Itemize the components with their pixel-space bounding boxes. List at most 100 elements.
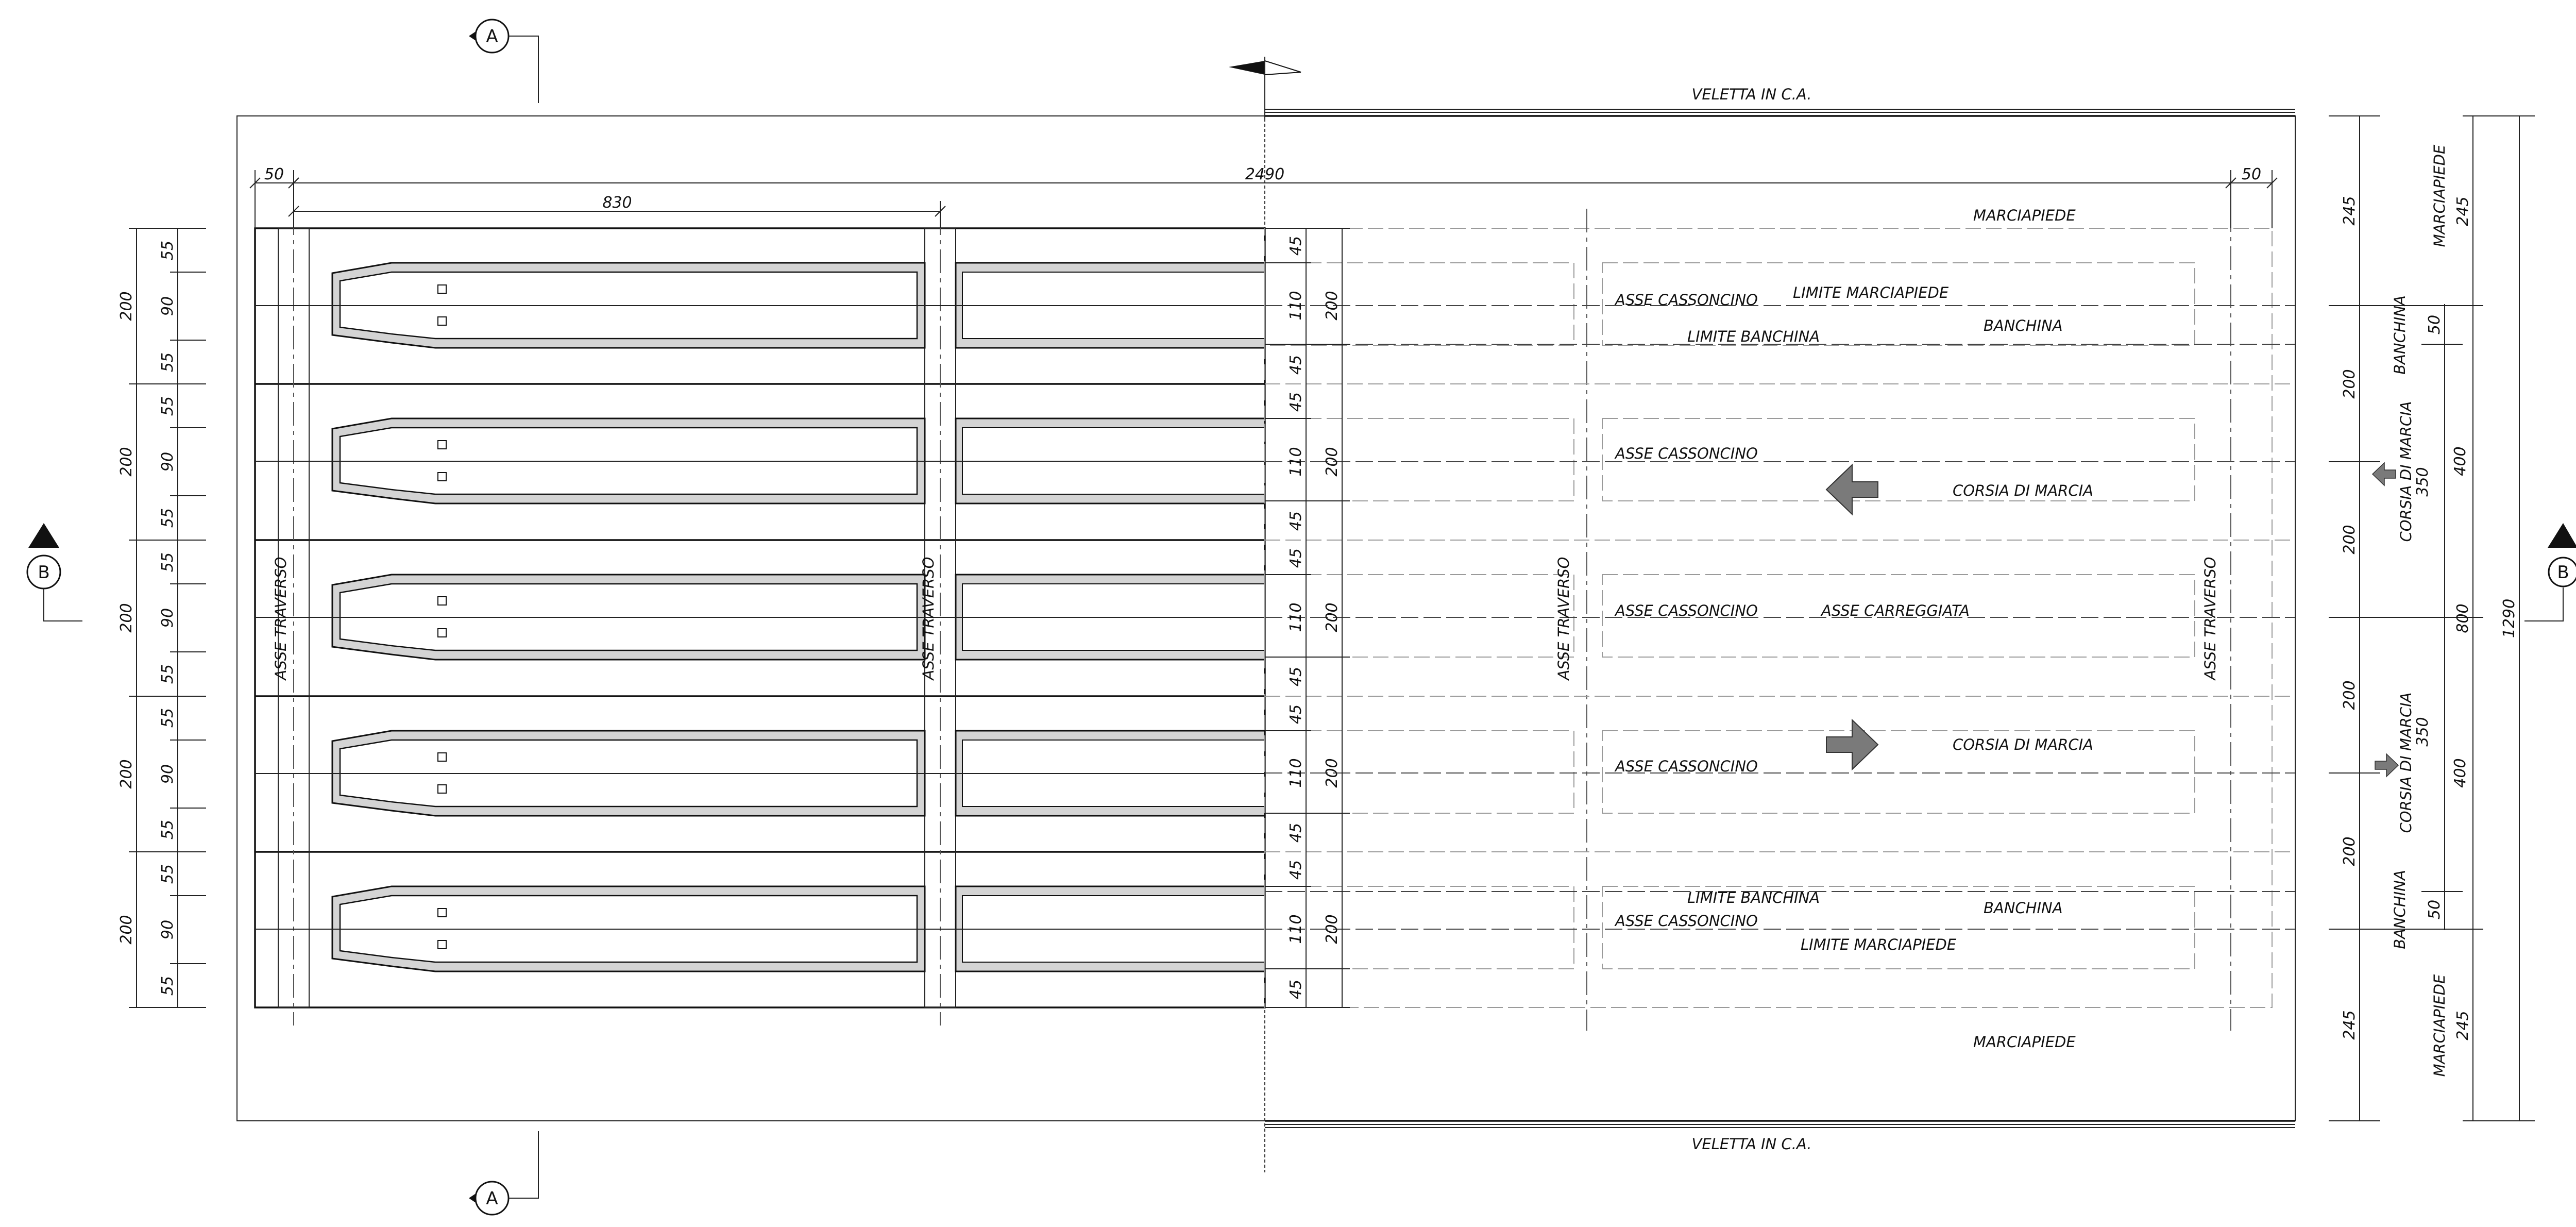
dim-200: 200 [2341,680,2359,710]
marciapiede-label: MARCIAPIEDE [2431,144,2448,247]
dim-55: 55 [159,864,177,884]
dim-200: 200 [117,291,135,321]
dim-110: 110 [1287,291,1305,320]
corsia-di-marcia-label: CORSIA DI MARCIA [1953,736,2093,753]
dim-50-left: 50 [264,165,284,183]
section-marker-b-right: B [2524,523,2576,621]
dim-245: 245 [2454,196,2472,226]
dim-45: 45 [1287,860,1305,880]
right-arrow-icon [1826,718,1879,771]
asse-cassoncino-label: ASSE CASSONCINO [1614,758,1758,775]
dim-45: 45 [1287,511,1305,531]
marciapiede-label: MARCIAPIEDE [1973,207,2076,224]
dim-90: 90 [159,296,177,316]
dim-200: 200 [1323,602,1341,632]
box-girder [255,262,1266,349]
box-girders [255,262,1266,972]
dim-200: 200 [117,915,135,944]
middle-dimensions: 45 110 200 45 45 110 200 45 45 110 200 4… [1265,228,1350,1008]
dim-55: 55 [159,352,177,372]
limite-banchina-label: LIMITE BANCHINA [1687,889,1820,906]
dim-830: 830 [602,194,632,212]
limite-marciapiede-label: LIMITE MARCIAPIEDE [1793,284,1949,301]
dim-45: 45 [1287,355,1305,375]
veletta-top-label: VELETTA IN C.A. [1692,86,1812,103]
right-dimensions: 245 200 200 200 200 245 MARCIAPIEDE 245 … [2329,115,2535,1121]
left-dim-ticks [129,228,206,1008]
dim-200: 200 [2341,525,2359,554]
box-girder [255,417,1266,505]
dim-400: 400 [2451,758,2469,787]
dim-200: 200 [1323,447,1341,476]
dim-245: 245 [2341,196,2359,225]
corsia-di-marcia-label: CORSIA DI MARCIA [2397,401,2415,542]
section-b-label: B [2557,562,2569,583]
asse-traverso-label: ASSE TRAVERSO [272,557,290,681]
dim-110: 110 [1287,447,1305,476]
dim-90: 90 [159,764,177,784]
top-dimensions: 50 830 2490 50 VELETTA IN C.A. VELETTA I… [249,86,2278,1153]
limite-marciapiede-label: LIMITE MARCIAPIEDE [1801,936,1957,953]
dim-200: 200 [1323,291,1341,320]
banchina-label: BANCHINA [1984,899,2063,917]
box-girder [255,885,1266,972]
dim-50: 50 [2426,900,2444,919]
dim-110: 110 [1287,758,1305,787]
section-marker-b-left: B [26,523,82,621]
marciapiede-label: MARCIAPIEDE [1973,1033,2076,1051]
section-a-label: A [486,1188,498,1209]
asse-traverso-label: ASSE TRAVERSO [2201,557,2219,681]
banchina-label: BANCHINA [2391,870,2409,949]
dim-110: 110 [1287,914,1305,944]
dim-55: 55 [159,820,177,839]
section-marker-a-top: A [469,19,539,103]
dim-45: 45 [1287,980,1305,999]
dim-55: 55 [159,241,177,260]
section-marker-a-bottom: A [469,1131,539,1216]
dim-55: 55 [159,508,177,528]
dim-400: 400 [2451,446,2469,476]
dim-45: 45 [1287,667,1305,686]
asse-traverso-label: ASSE TRAVERSO [920,557,937,681]
right-half-ghost [1264,170,2295,1031]
dim-350: 350 [2414,717,2432,746]
dim-200: 200 [117,447,135,476]
dim-350: 350 [2414,467,2432,496]
dim-55: 55 [159,976,177,996]
dim-245: 245 [2454,1011,2472,1040]
dim-200: 200 [2341,836,2359,866]
dim-45: 45 [1287,704,1305,724]
dim-90: 90 [159,452,177,472]
north-flag-icon [1229,57,1301,119]
dim-2490: 2490 [1245,165,1284,183]
dim-45: 45 [1287,236,1305,256]
dim-200: 200 [2341,369,2359,398]
dim-110: 110 [1287,602,1305,632]
dim-1290: 1290 [2500,599,2518,638]
banchina-label: BANCHINA [2391,295,2409,375]
dim-55: 55 [159,664,177,684]
dim-50: 50 [2426,315,2444,334]
limite-banchina-label: LIMITE BANCHINA [1687,328,1820,345]
dim-45: 45 [1287,548,1305,568]
section-a-label: A [486,26,498,47]
dim-45: 45 [1287,823,1305,843]
veletta-bottom-label: VELETTA IN C.A. [1692,1135,1812,1153]
dim-45: 45 [1287,392,1305,412]
asse-cassoncino-label: ASSE CASSONCINO [1614,445,1758,462]
asse-carreggiata-label: ASSE CARREGGIATA [1820,602,1970,619]
banchina-label: BANCHINA [1984,317,2063,334]
corsia-di-marcia-label: CORSIA DI MARCIA [2397,693,2415,833]
axis-labels: ASSE TRAVERSO ASSE TRAVERSO ASSE TRAVERS… [272,207,2219,1051]
dim-55: 55 [159,396,177,416]
box-girder [255,730,1266,817]
left-arrow-icon [1825,463,1878,516]
dim-55: 55 [159,552,177,572]
dim-50-right: 50 [2242,165,2261,183]
small-right-arrow-icon [2375,753,2399,778]
dim-200: 200 [117,759,135,788]
dim-200: 200 [1323,914,1341,944]
dim-200: 200 [1323,758,1341,787]
left-dimensions: 200 200 200 200 200 55 90 55 55 90 55 55… [117,228,206,1008]
